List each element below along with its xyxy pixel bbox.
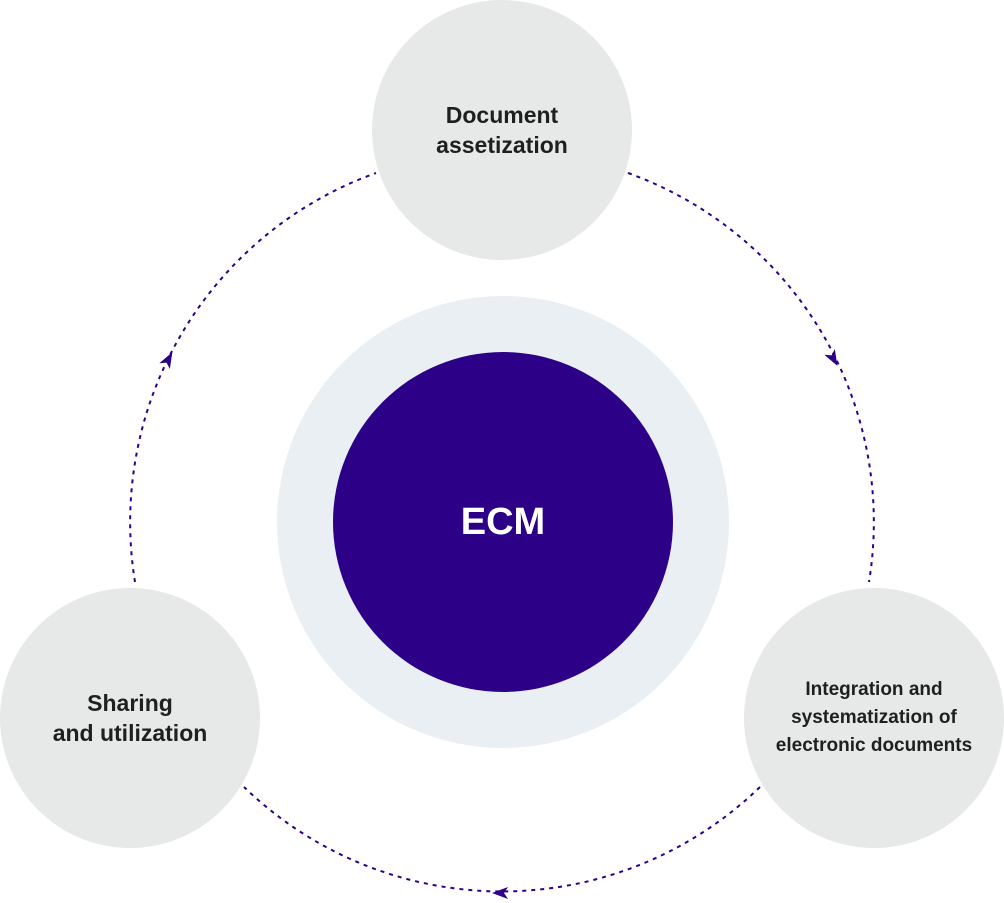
node-integration-systematization: Integration and systematization of elect… (744, 588, 1004, 848)
arrow-top-right-icon (824, 348, 838, 366)
node-label-line: Sharing (87, 690, 173, 716)
arrow-left-top-icon (159, 352, 173, 370)
node-label-line: Document (445, 102, 559, 128)
node-label-line: assetization (436, 132, 568, 158)
node-label: Document assetization (436, 100, 568, 160)
node-label-line: systematization of (791, 707, 957, 728)
center-label: ECM (460, 500, 546, 543)
node-document-assetization: Document assetization (372, 0, 632, 260)
node-label: Sharing and utilization (53, 688, 208, 748)
cycle-arc-top-to-right (627, 172, 875, 583)
node-label-line: Integration and (805, 679, 943, 700)
node-sharing-utilization: Sharing and utilization (0, 588, 260, 848)
cycle-arc-left-to-top (129, 172, 377, 583)
node-label: Integration and systematization of elect… (776, 676, 972, 760)
center-circle: ECM (333, 352, 673, 692)
node-label-line: electronic documents (775, 735, 973, 756)
arrow-bottom-icon (492, 887, 508, 899)
node-label-line: and utilization (52, 720, 208, 746)
cycle-arc-right-to-left (243, 786, 761, 893)
